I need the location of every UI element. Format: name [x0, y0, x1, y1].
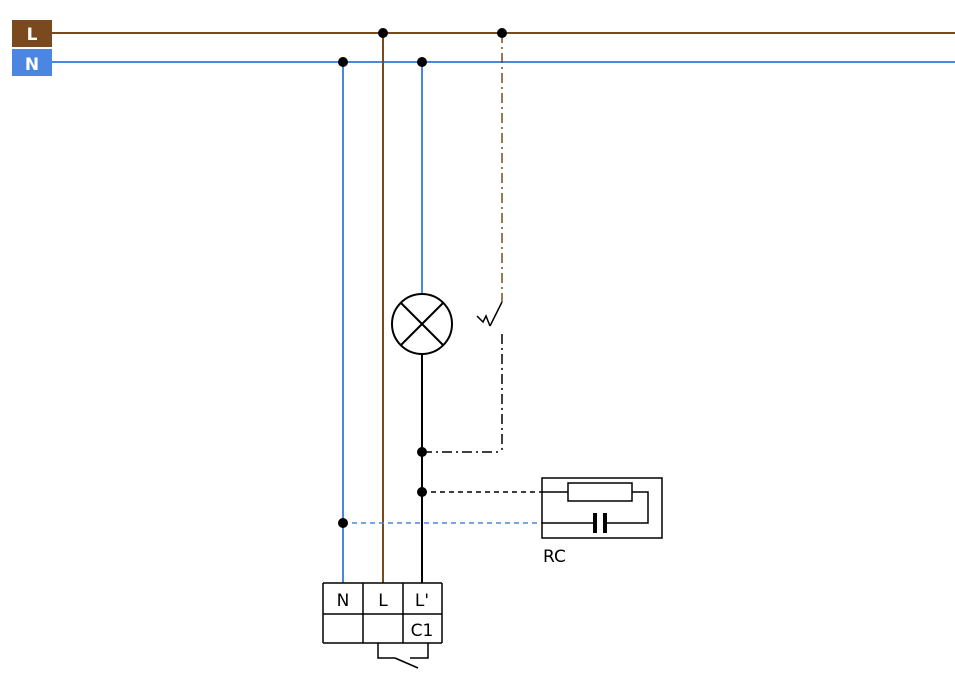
lamp-icon [391, 293, 453, 355]
live-rail-badge [12, 20, 52, 47]
terminal-l-prime-label: L' [415, 591, 429, 611]
live-rail-label: L [27, 25, 38, 45]
neutral-rail-label: N [25, 55, 39, 75]
rc-label: RC [543, 547, 566, 567]
junction-dots [338, 28, 507, 528]
terminal-c1-label: C1 [411, 621, 434, 641]
capacitor-icon [593, 513, 607, 533]
resistor-icon [567, 482, 633, 502]
pushbutton-icon [476, 301, 503, 327]
terminal-l-label: L [378, 591, 388, 611]
neutral-rail-badge [12, 49, 52, 76]
terminal-n-label: N [337, 591, 350, 611]
terminal-block [322, 582, 443, 644]
rc-module [541, 477, 663, 539]
relay-contact-icon [377, 643, 429, 669]
